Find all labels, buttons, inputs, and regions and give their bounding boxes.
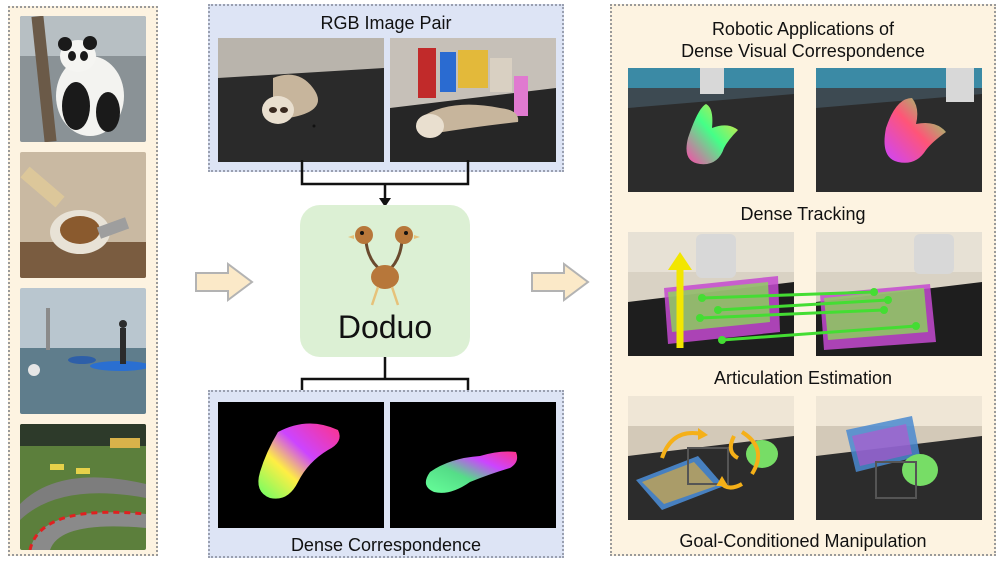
food-frame [20, 152, 146, 278]
racetrack-frame [20, 424, 146, 550]
rgb-image-pair-title: RGB Image Pair [320, 13, 452, 33]
section-label-articulation-estimation: Articulation Estimation [713, 368, 893, 388]
application-image-1b [816, 68, 982, 192]
model-name-label: Doduo [337, 309, 433, 345]
applications-title-line2: Dense Visual Correspondence [681, 41, 925, 61]
dense-correspondence-title: Dense Correspondence [290, 535, 482, 555]
rgb-image-pair-panel: RGB Image Pair [208, 4, 564, 172]
right-arrow-icon [195, 262, 254, 302]
robotic-applications-panel: Robotic Applications of Dense Visual Cor… [610, 4, 996, 556]
pair-to-model-connector [300, 160, 470, 207]
panda-frame [20, 16, 146, 142]
application-image-1a [628, 68, 794, 192]
application-image-3b [816, 396, 982, 520]
doduo-bird-icon [348, 226, 420, 306]
tracking-arrow-icon [668, 252, 692, 348]
rgb-image-right [390, 38, 556, 162]
kayak-frame [20, 288, 146, 414]
section-label-goal-conditioned-manipulation: Goal-Conditioned Manipulation [679, 531, 927, 551]
correspondence-map-left [218, 402, 384, 528]
dense-correspondence-panel: Dense Correspondence [208, 390, 564, 558]
tracking-lines-overlay [668, 252, 920, 348]
correspondence-map-right [390, 402, 556, 528]
right-arrow-icon [531, 262, 590, 302]
doduo-model-box: Doduo [300, 205, 470, 357]
applications-title-line1: Robotic Applications of [711, 19, 895, 39]
rotation-arrow-icon [660, 428, 761, 490]
section-label-dense-tracking: Dense Tracking [740, 204, 866, 224]
rgb-image-left [218, 38, 384, 162]
video-frames-panel [8, 6, 158, 556]
application-image-3a [628, 396, 794, 520]
